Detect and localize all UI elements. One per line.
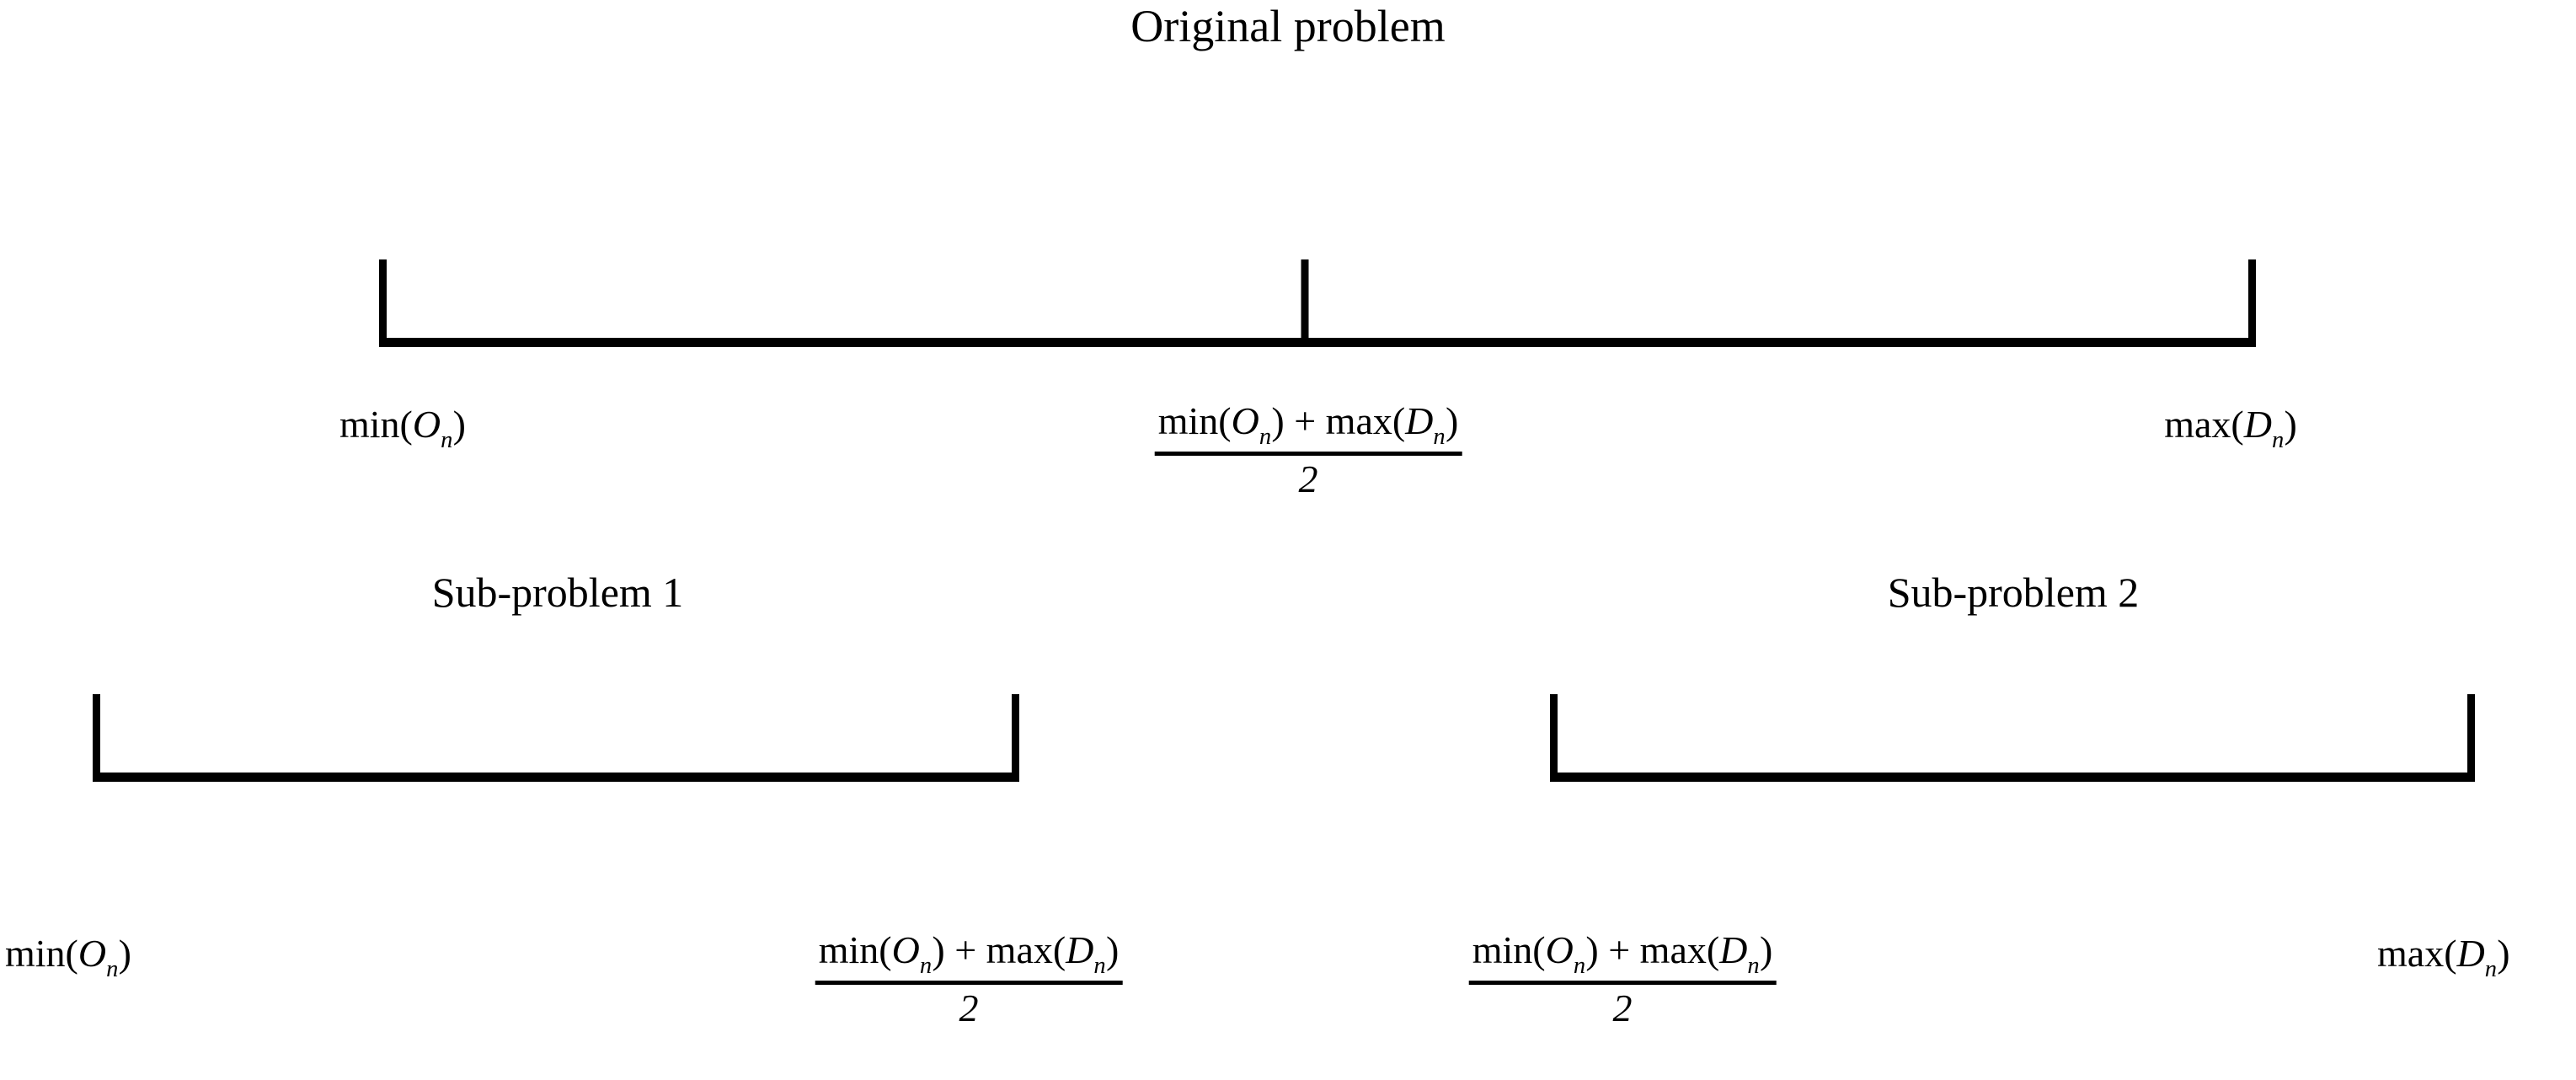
sub-problem-1-left-endpoint-label: min(On) — [5, 933, 131, 982]
sub-problem-2-caption: Sub-problem 2 — [1887, 569, 2140, 616]
subscript-n: n — [919, 952, 933, 979]
close-paren: ) — [932, 928, 945, 971]
bracket-tick-right — [2467, 694, 2475, 782]
close-paren: ) — [2284, 403, 2297, 446]
variable-D: D — [1405, 399, 1434, 442]
original-midpoint-fraction-label: min(On) + max(Dn) 2 — [1154, 399, 1462, 500]
fraction-numerator: min(On) + max(Dn) — [1468, 928, 1777, 985]
close-paren: ) — [1585, 928, 1599, 971]
max-function-name: max( — [2377, 932, 2457, 975]
variable-O: O — [412, 403, 441, 446]
variable-D: D — [1719, 928, 1748, 971]
original-right-endpoint-label: max(Dn) — [2164, 404, 2297, 453]
original-left-endpoint-label: min(On) — [339, 404, 466, 453]
close-paren: ) — [1759, 928, 1773, 971]
bracket-tick-right — [2248, 259, 2256, 347]
min-function-name: min( — [1157, 399, 1232, 442]
fraction-denominator: 2 — [959, 986, 979, 1029]
subscript-n: n — [1747, 952, 1760, 979]
variable-O: O — [1231, 399, 1259, 442]
close-paren: ) — [1105, 928, 1120, 971]
subscript-n: n — [2271, 426, 2285, 453]
plus-operator: + — [1284, 399, 1326, 442]
subscript-n: n — [441, 426, 453, 453]
bracket-tick-left — [379, 259, 387, 347]
subscript-n: n — [1433, 423, 1446, 450]
fraction-numerator: min(On) + max(Dn) — [815, 930, 1123, 985]
min-function-name: min( — [1472, 928, 1546, 971]
variable-O: O — [1545, 928, 1574, 971]
sub-problem-2-right-endpoint-label: max(Dn) — [2377, 933, 2510, 982]
max-function-name: max( — [2164, 403, 2244, 446]
bracket-tick-right — [1012, 694, 1019, 782]
figure-title: Original problem — [1130, 1, 1446, 51]
close-paren: ) — [452, 403, 466, 446]
close-paren: ) — [2497, 932, 2510, 975]
variable-D: D — [2456, 932, 2485, 975]
plus-operator: + — [944, 928, 986, 971]
bracket-tick-left — [93, 694, 100, 782]
bracket-baseline — [93, 773, 1019, 782]
bracket-baseline — [379, 338, 2256, 347]
min-function-name: min( — [339, 403, 413, 446]
subscript-n: n — [106, 955, 119, 982]
subscript-n: n — [1573, 952, 1586, 979]
bracket-tick-middle — [1301, 259, 1309, 347]
sub-problem-2-bracket — [1550, 694, 2475, 782]
max-function-name: max( — [1639, 928, 1720, 971]
max-function-name: max( — [1325, 399, 1406, 442]
original-problem-bracket — [379, 259, 2256, 347]
fraction-denominator: 2 — [1612, 986, 1633, 1029]
subscript-n: n — [1093, 952, 1106, 979]
sub-problem-1-right-endpoint-fraction-label: min(On) + max(Dn) 2 — [815, 930, 1123, 1028]
min-function-name: min( — [818, 928, 892, 971]
bracket-tick-left — [1550, 694, 1558, 782]
close-paren: ) — [1271, 399, 1285, 442]
fraction-numerator: min(On) + max(Dn) — [1154, 399, 1462, 456]
max-function-name: max( — [986, 928, 1066, 971]
variable-O: O — [891, 928, 920, 971]
sub-problem-1-caption: Sub-problem 1 — [431, 569, 684, 616]
plus-operator: + — [1598, 928, 1640, 971]
sub-problem-2-left-endpoint-fraction-label: min(On) + max(Dn) 2 — [1468, 928, 1777, 1029]
close-paren: ) — [1445, 399, 1459, 442]
bracket-baseline — [1550, 773, 2475, 782]
variable-O: O — [77, 932, 107, 975]
close-paren: ) — [118, 932, 131, 975]
variable-D: D — [2243, 403, 2272, 446]
min-function-name: min( — [5, 932, 78, 975]
subscript-n: n — [1259, 423, 1272, 450]
fraction-denominator: 2 — [1298, 457, 1318, 500]
variable-D: D — [1066, 928, 1094, 971]
sub-problem-1-bracket — [93, 694, 1019, 782]
subscript-n: n — [2484, 955, 2498, 982]
